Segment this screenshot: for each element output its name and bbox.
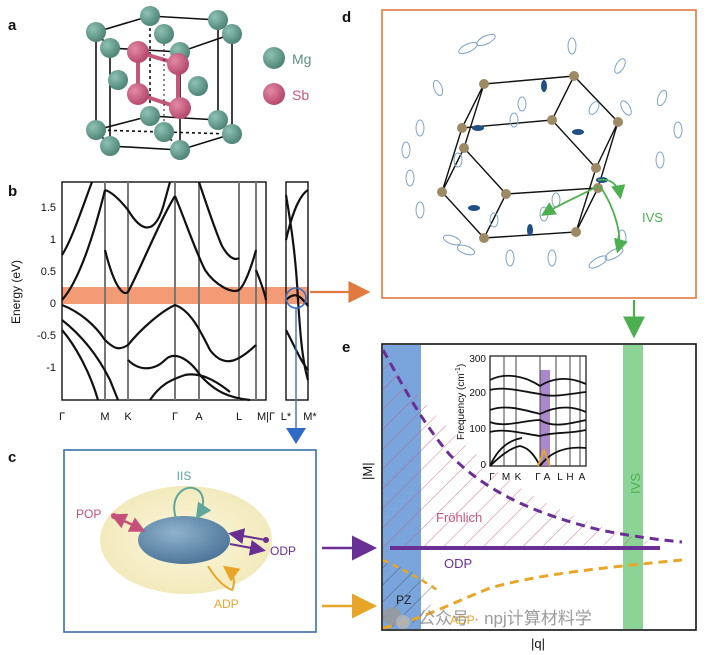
svg-text:200: 200 bbox=[469, 388, 486, 399]
panel-label-a: a bbox=[8, 17, 17, 34]
inset-adp-marker bbox=[537, 447, 551, 467]
inset-highlight-column bbox=[540, 370, 550, 466]
electron-pocket-core bbox=[138, 516, 230, 564]
xtick-m: M bbox=[100, 411, 109, 423]
phonon-branches bbox=[489, 374, 587, 467]
adp-label-e: ADP bbox=[450, 613, 475, 627]
svg-text:0: 0 bbox=[480, 460, 486, 471]
band-ylabel: Energy (eV) bbox=[9, 260, 23, 324]
svg-text:M: M bbox=[502, 472, 510, 483]
ivs-label-d: IVS bbox=[642, 210, 663, 225]
legend-sb-label: Sb bbox=[292, 87, 309, 103]
svg-text:H: H bbox=[566, 472, 573, 483]
band-plot-main-frame bbox=[61, 181, 267, 401]
band-plot-side-frame bbox=[285, 181, 309, 401]
xtick-gamma-2: Γ bbox=[172, 411, 178, 423]
ivs-arrow-1 bbox=[597, 178, 626, 200]
electronic-bands bbox=[61, 181, 310, 402]
bz-top-face bbox=[463, 75, 619, 195]
svg-text:L: L bbox=[557, 472, 563, 483]
inset-yticks: 300 200 100 0 bbox=[469, 354, 486, 471]
ytick-0: 0 bbox=[50, 298, 56, 310]
phonon-inset: Frequency (cm-1) 300 200 100 0 Γ M K Γ A… bbox=[455, 354, 587, 483]
sb-atoms bbox=[127, 41, 191, 119]
odp-label-e: ODP bbox=[444, 556, 472, 571]
pop-label: POP bbox=[76, 507, 101, 521]
panel-a: a bbox=[8, 6, 311, 160]
odp-endpoint bbox=[263, 537, 269, 543]
legend-sb-swatch bbox=[263, 83, 285, 105]
frohlich-region bbox=[383, 352, 660, 548]
xtick-l-star: L* bbox=[281, 411, 292, 423]
frohlich-label: Fröhlich bbox=[436, 510, 482, 525]
ivs-arrow-3 bbox=[599, 185, 628, 254]
odp-arrow-in bbox=[228, 528, 267, 544]
iis-label: IIS bbox=[177, 469, 192, 483]
adp-arrow bbox=[207, 565, 241, 592]
xtick-m-gamma: M|Γ bbox=[257, 411, 275, 423]
ytick-0-5: 0.5 bbox=[41, 266, 56, 278]
arrow-b-to-c bbox=[286, 428, 306, 444]
panel-label-b: b bbox=[8, 183, 17, 200]
legend-mg-swatch bbox=[263, 47, 285, 69]
panel-label-e: e bbox=[342, 339, 350, 356]
xtick-m-star: M* bbox=[303, 411, 317, 423]
edge-pockets bbox=[468, 80, 608, 236]
frohlich-curve bbox=[381, 349, 683, 544]
ytick-1-5: 1.5 bbox=[41, 202, 56, 214]
bz-bottom-face bbox=[441, 119, 597, 239]
watermark: 公众号 · npj计算材料学 bbox=[383, 607, 592, 629]
mg-atoms bbox=[86, 6, 242, 160]
pop-endpoint bbox=[111, 513, 117, 519]
svg-text:A: A bbox=[544, 472, 551, 483]
panel-b: b Energy (eV) 1.5 1 0.5 0 -0.5 -1 bbox=[8, 181, 317, 423]
panel-e-frame bbox=[381, 343, 697, 631]
ytick-m1: -1 bbox=[46, 362, 56, 374]
svg-text:A: A bbox=[579, 472, 586, 483]
corner-pockets bbox=[437, 71, 623, 243]
pz-label: PZ bbox=[396, 593, 411, 607]
ivs-arrow-2 bbox=[540, 185, 599, 216]
svg-text:100: 100 bbox=[469, 424, 486, 435]
svg-text:K: K bbox=[515, 472, 522, 483]
band-yticks: 1.5 1 0.5 0 -0.5 -1 bbox=[37, 202, 56, 374]
panel-d: d bbox=[342, 9, 697, 299]
watermark-text: 公众号 · npj计算材料学 bbox=[418, 609, 592, 628]
odp-arrow-out bbox=[229, 539, 266, 556]
pop-arrow-in bbox=[113, 515, 146, 532]
ytick-1: 1 bbox=[50, 234, 56, 246]
svg-text:Γ: Γ bbox=[489, 472, 495, 483]
band-xticks: Γ M K Γ A L M|Γ L* M* bbox=[59, 411, 317, 423]
panel-e: e Fröhlich ODP PZ ADP IVS |M| |q| bbox=[342, 339, 697, 651]
atom-legend: Mg Sb bbox=[263, 47, 311, 105]
pz-curve bbox=[382, 558, 441, 594]
panel-d-frame bbox=[381, 9, 697, 299]
xtick-a: A bbox=[195, 411, 203, 423]
odp-label-c: ODP bbox=[270, 544, 296, 558]
xtick-l: L bbox=[236, 411, 242, 423]
adp-label-c: ADP bbox=[214, 597, 239, 611]
inset-ylabel: Frequency (cm-1) bbox=[455, 364, 467, 440]
matrix-element-ylabel: |M| bbox=[360, 462, 375, 480]
ivs-region bbox=[623, 345, 643, 629]
panel-c: c IIS POP ODP ADP bbox=[8, 449, 317, 633]
brillouin-zone bbox=[441, 75, 619, 239]
ivs-label-e: IVS bbox=[628, 473, 643, 494]
ytick-m0-5: -0.5 bbox=[37, 330, 56, 342]
panel-label-c: c bbox=[8, 449, 16, 466]
iis-arrow bbox=[173, 486, 212, 520]
svg-text:Γ: Γ bbox=[535, 472, 541, 483]
cbm-energy-window bbox=[62, 287, 308, 304]
adp-curve bbox=[382, 558, 683, 630]
svg-text:300: 300 bbox=[469, 354, 486, 365]
panel-label-d: d bbox=[342, 9, 351, 26]
inset-xticks: Γ M K Γ A L H A bbox=[489, 472, 585, 483]
q-xlabel: |q| bbox=[531, 636, 545, 651]
xtick-gamma-1: Γ bbox=[59, 411, 65, 423]
xtick-k: K bbox=[124, 411, 132, 423]
legend-mg-label: Mg bbox=[292, 51, 311, 67]
panel-c-frame bbox=[63, 449, 317, 633]
